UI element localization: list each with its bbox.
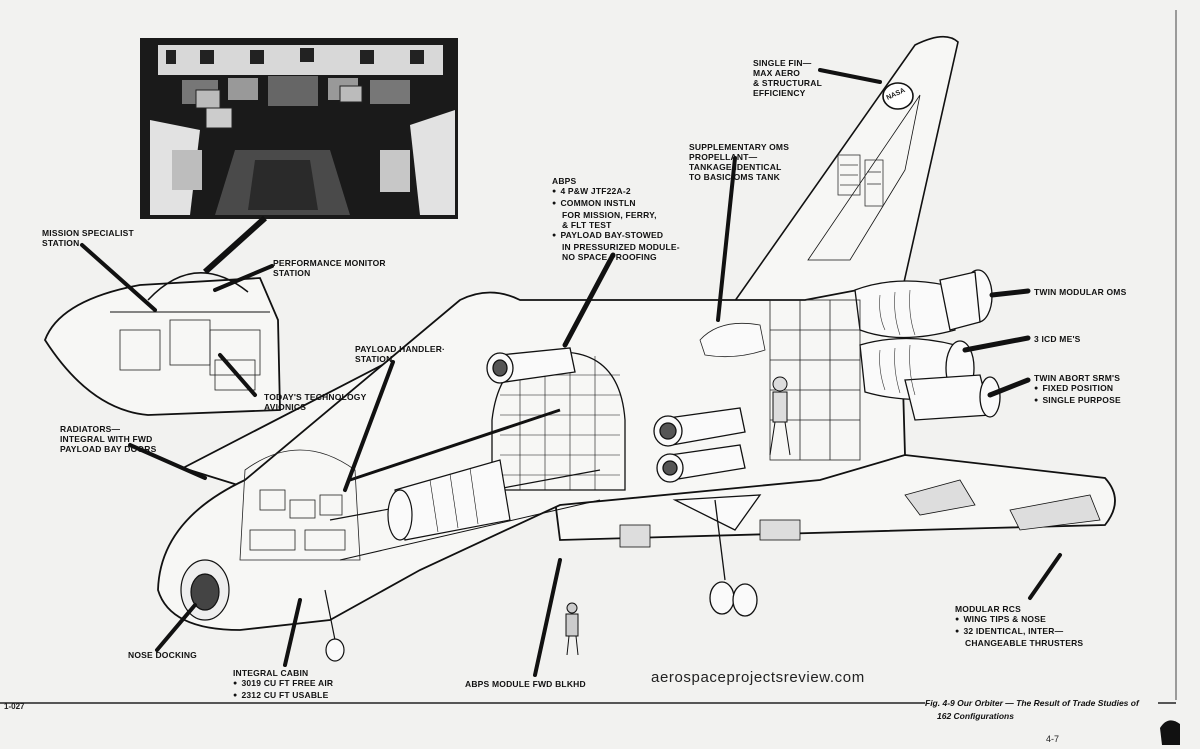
corner-mark: [1160, 720, 1180, 745]
cockpit-photo-inset: [140, 38, 458, 219]
figure-id: 1-027: [4, 702, 25, 711]
label-payload-handler: PAYLOAD HANDLER· STATION: [355, 344, 446, 364]
label-nose-docking: NOSE DOCKING: [128, 650, 197, 660]
abps-jet-engines: [486, 347, 746, 483]
crew-cabin-interior: [119, 319, 361, 561]
wing-elevon-panels: [619, 479, 1101, 548]
nose-landing-gear: [324, 589, 345, 662]
label-twin-modular-oms: TWIN MODULAR OMS: [1034, 287, 1127, 297]
label-single-fin: SINGLE FIN— MAX AERO & STRUCTURAL EFFICI…: [753, 58, 822, 98]
label-supplementary-oms: SUPPLEMENTARY OMS PROPELLANT— TANKAGE ID…: [689, 142, 790, 182]
page-number: 4-7: [1046, 734, 1060, 744]
astronaut-figure: [769, 376, 791, 456]
payload-module: [349, 408, 561, 541]
vertical-tail-fin: [723, 35, 959, 316]
label-abps: ABPS 4 P&W JTF22A-2 COMMON INSTLN FOR MI…: [552, 176, 680, 262]
label-twin-abort-srms: TWIN ABORT SRM'S FIXED POSITION SINGLE P…: [1034, 373, 1121, 407]
label-radiators: RADIATORS— INTEGRAL WITH FWD PAYLOAD BAY…: [60, 424, 157, 454]
label-icd-mes: 3 ICD ME'S: [1034, 334, 1081, 344]
ground-crew-figure: [565, 602, 579, 656]
label-todays-technology: TODAY'S TECHNOLOGY AVIONICS: [264, 392, 367, 412]
figure-caption: Fig. 4-9 Our Orbiter — The Result of Tra…: [925, 698, 1139, 721]
aft-structure: [699, 299, 861, 461]
leader-lines: [80, 68, 1062, 677]
photo-pointer: [202, 215, 268, 275]
label-modular-rcs: MODULAR RCS WING TIPS & NOSE 32 IDENTICA…: [955, 604, 1083, 648]
label-performance-monitor: PERFORMANCE MONITOR STATION: [273, 258, 386, 278]
label-abps-module-fwd-blkhd: ABPS MODULE FWD BLKHD: [465, 679, 586, 689]
label-integral-cabin: INTEGRAL CABIN 3019 CU FT FREE AIR 2312 …: [233, 668, 333, 702]
watermark: aerospaceprojectsreview.com: [651, 669, 865, 686]
main-landing-gear: [672, 494, 762, 617]
label-mission-specialist: MISSION SPECIALIST STATION: [42, 228, 134, 248]
